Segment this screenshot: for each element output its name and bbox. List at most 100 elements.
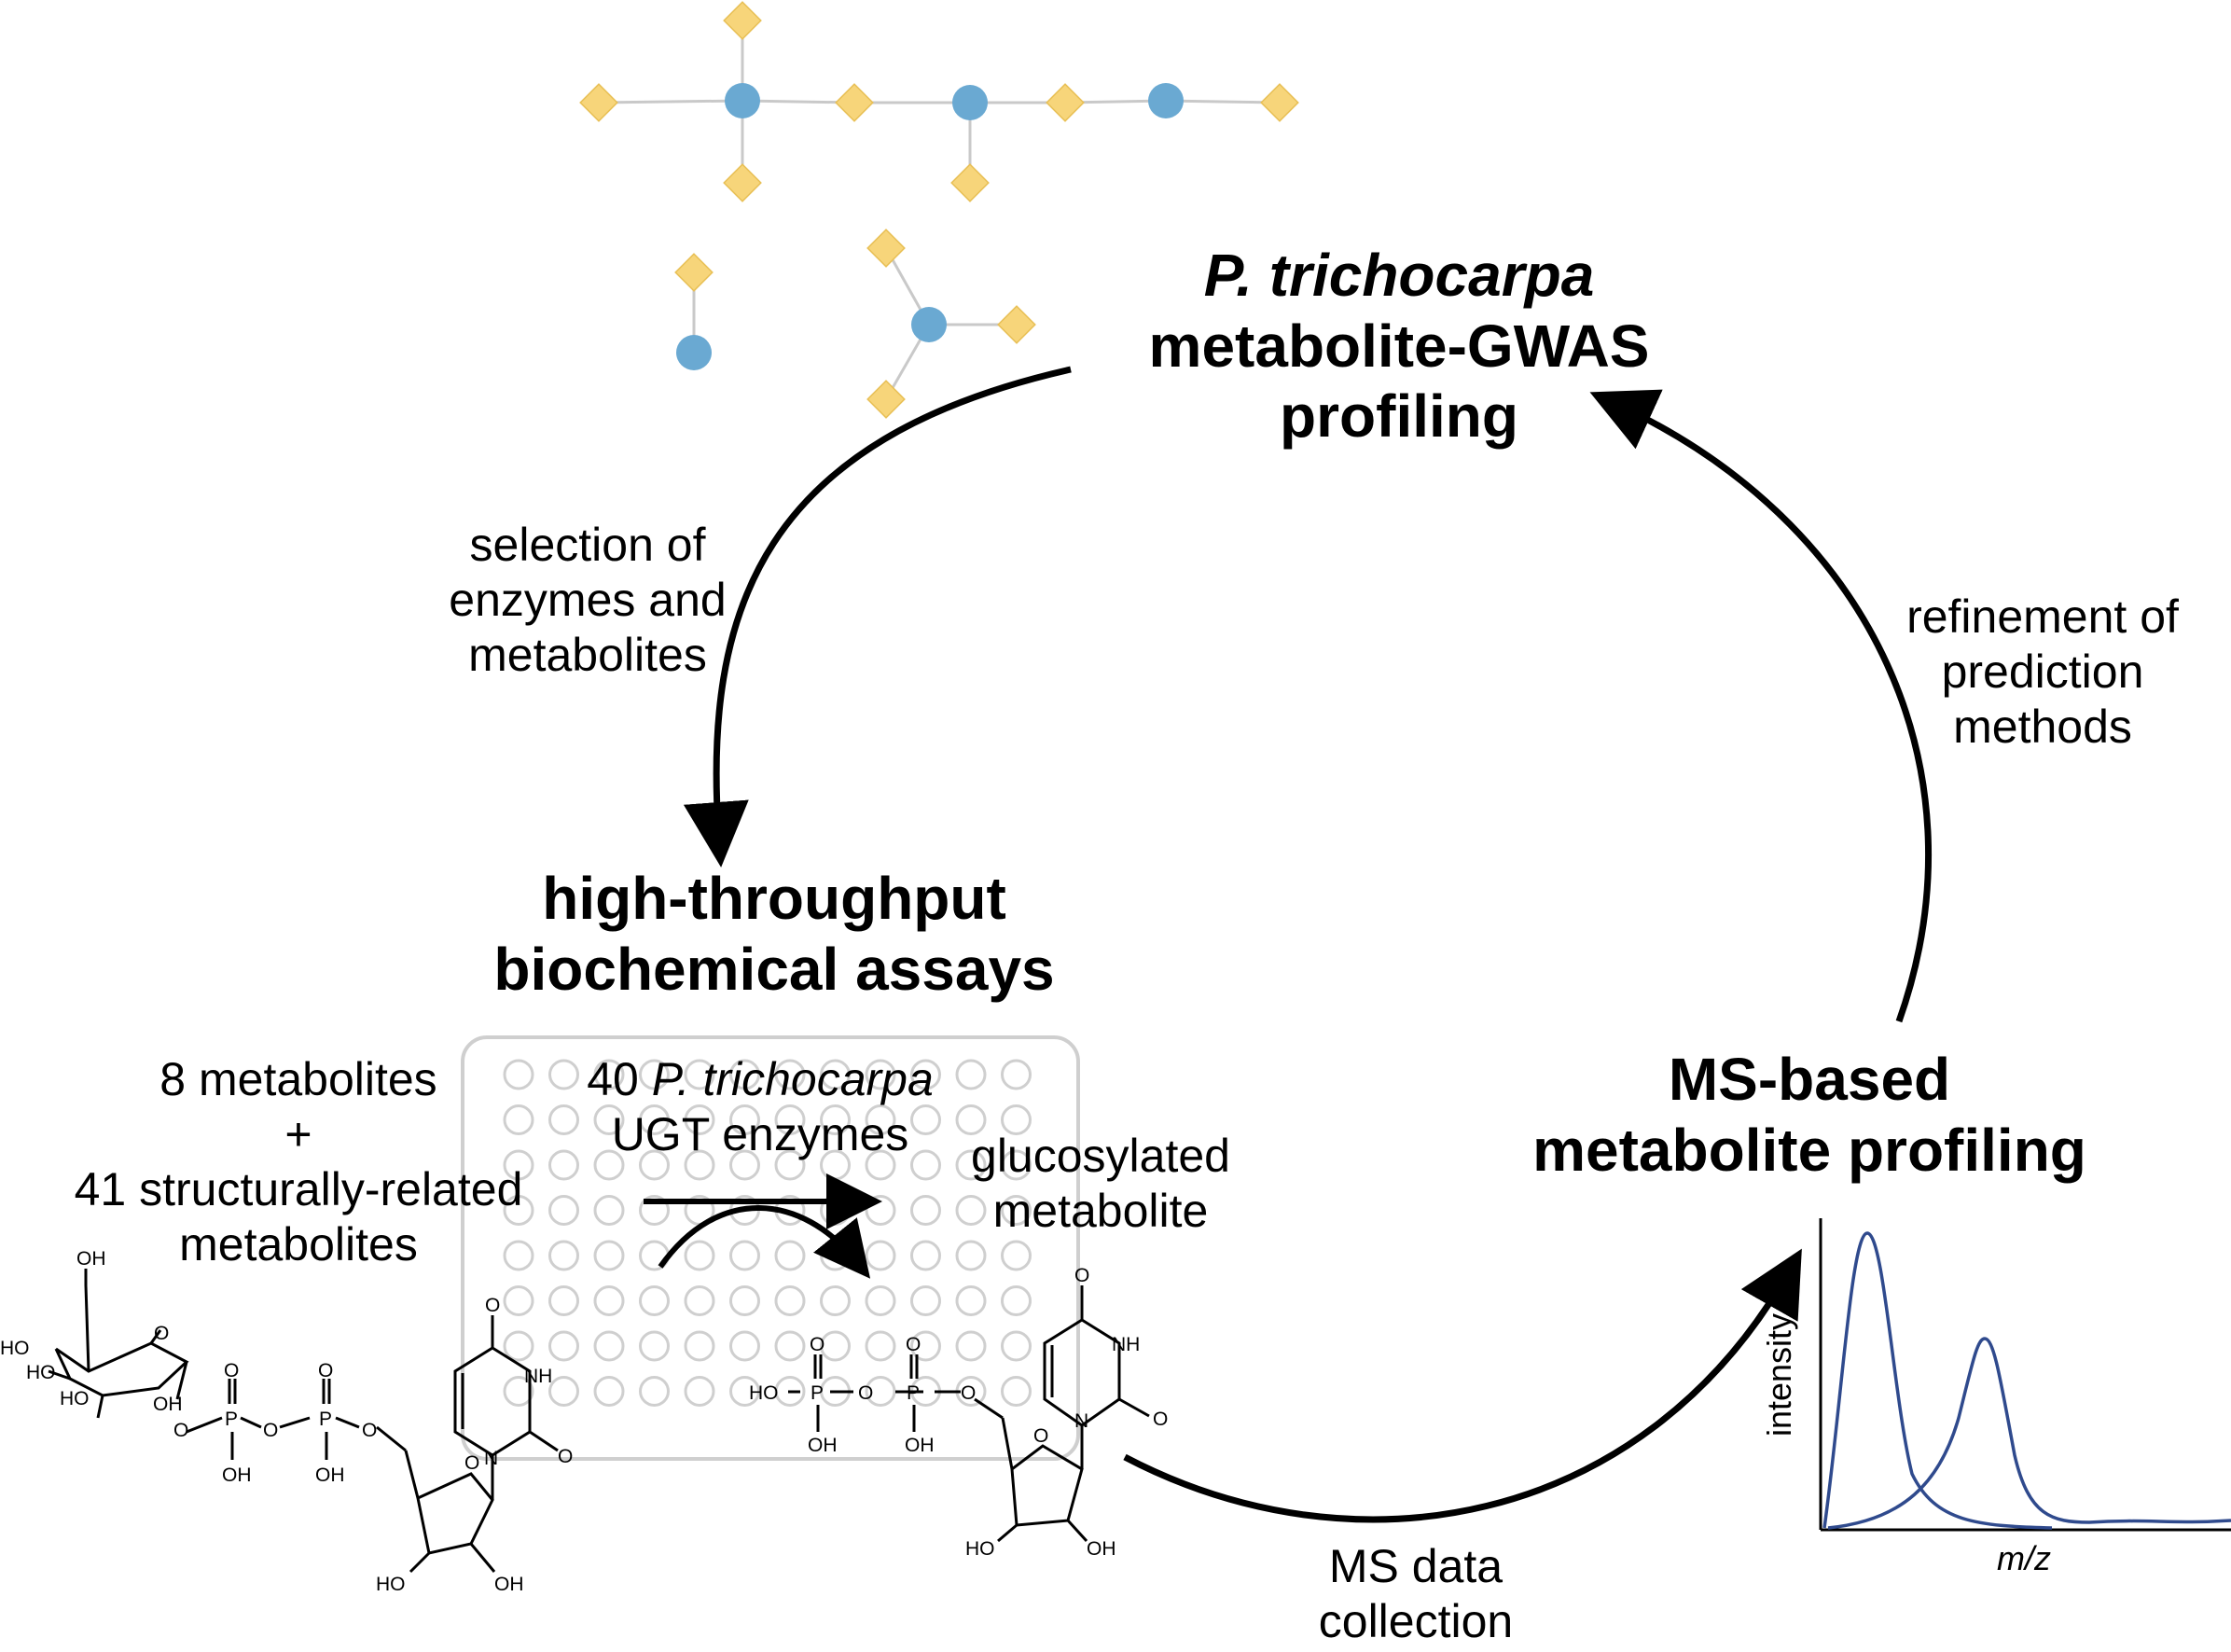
plate-well bbox=[593, 1059, 625, 1090]
metabolite-network-graph bbox=[579, 1, 1299, 419]
plate-well bbox=[639, 1195, 670, 1226]
substrates-label: 8 metabolites + 41 structurally-related … bbox=[19, 1052, 578, 1272]
plate-well bbox=[684, 1285, 715, 1316]
chem-label-o: O bbox=[1033, 1425, 1048, 1447]
plate-well bbox=[774, 1104, 806, 1135]
plate-well bbox=[729, 1149, 760, 1181]
network-node-gene bbox=[676, 335, 712, 370]
plate-well bbox=[684, 1104, 715, 1135]
chem-label-nh: NH bbox=[524, 1366, 552, 1387]
product-structure bbox=[788, 1285, 1150, 1543]
chem-label-o: O bbox=[464, 1452, 479, 1474]
plate-well bbox=[774, 1376, 806, 1407]
plate-well bbox=[910, 1240, 941, 1271]
network-node-metabolite bbox=[1046, 83, 1085, 122]
network-node-gene bbox=[911, 307, 947, 342]
plate-well bbox=[865, 1059, 896, 1090]
plate-well bbox=[955, 1104, 987, 1135]
plate-well bbox=[955, 1149, 987, 1181]
plate-well bbox=[774, 1240, 806, 1271]
assays-line2: biochemical assays bbox=[493, 935, 1055, 1003]
plate-well bbox=[593, 1285, 625, 1316]
selection-line3: metabolites bbox=[468, 629, 707, 681]
plate-well bbox=[503, 1195, 534, 1226]
plate-well bbox=[955, 1240, 987, 1271]
chem-label-o: O bbox=[224, 1360, 239, 1381]
plate-well bbox=[910, 1149, 941, 1181]
well-plate-outline bbox=[461, 1035, 1080, 1461]
plate-well bbox=[820, 1059, 851, 1090]
network-node-gene bbox=[1148, 83, 1184, 118]
selection-line2: enzymes and bbox=[449, 574, 727, 626]
enzymes-species: P. trichocarpa bbox=[651, 1053, 934, 1105]
plate-well bbox=[503, 1104, 534, 1135]
arrow-refinement bbox=[1589, 389, 1933, 1023]
udp-glucose-structure bbox=[48, 1269, 559, 1574]
chem-label-p: P bbox=[811, 1382, 824, 1404]
spectrum-y-label: intensity bbox=[1760, 1313, 1798, 1437]
ms-line2: metabolite profiling bbox=[1532, 1116, 2086, 1184]
gwas-line2: metabolite-GWAS bbox=[1148, 312, 1650, 380]
plate-well bbox=[910, 1104, 941, 1135]
assays-line1: high-throughput bbox=[542, 865, 1006, 932]
plate-well bbox=[639, 1059, 670, 1090]
chem-label-o: O bbox=[362, 1420, 377, 1441]
gwas-heading: P. trichocarpa metabolite-GWAS profiling bbox=[1026, 241, 1772, 452]
plate-well bbox=[865, 1104, 896, 1135]
network-edge bbox=[598, 99, 743, 104]
chem-label-ho: HO bbox=[749, 1382, 779, 1404]
plate-well bbox=[639, 1149, 670, 1181]
chem-label-ho: HO bbox=[26, 1362, 56, 1383]
arrow-ms-data-collection bbox=[1123, 1248, 1802, 1523]
plate-well bbox=[593, 1240, 625, 1271]
chem-label-n: N bbox=[1074, 1410, 1088, 1432]
plate-well bbox=[865, 1376, 896, 1407]
plate-well bbox=[865, 1195, 896, 1226]
plate-well bbox=[865, 1330, 896, 1362]
ms-data-line1: MS data bbox=[1328, 1540, 1504, 1592]
plate-well bbox=[729, 1330, 760, 1362]
plate-well bbox=[548, 1059, 579, 1090]
plate-well bbox=[639, 1285, 670, 1316]
plate-well bbox=[548, 1285, 579, 1316]
chem-label-o: O bbox=[263, 1420, 278, 1441]
plate-well bbox=[955, 1195, 987, 1226]
chem-label-o: O bbox=[961, 1382, 976, 1404]
substrates-line3: 41 structurally-related bbox=[74, 1163, 523, 1215]
network-node-metabolite bbox=[579, 83, 618, 122]
plate-well bbox=[820, 1330, 851, 1362]
plate-well bbox=[593, 1149, 625, 1181]
network-node-metabolite bbox=[835, 83, 874, 122]
chem-label-n: N bbox=[484, 1448, 498, 1469]
plate-well bbox=[910, 1330, 941, 1362]
plate-well bbox=[684, 1376, 715, 1407]
chem-label-ho: HO bbox=[965, 1538, 995, 1560]
plate-well bbox=[865, 1285, 896, 1316]
plate-well bbox=[548, 1195, 579, 1226]
plate-well bbox=[729, 1240, 760, 1271]
network-node-metabolite bbox=[1260, 83, 1299, 122]
network-node-metabolite bbox=[723, 1, 762, 40]
plate-well bbox=[503, 1059, 534, 1090]
chem-label-oh: OH bbox=[808, 1435, 838, 1456]
chem-label-o: O bbox=[858, 1382, 873, 1404]
arrow-selection bbox=[683, 366, 1072, 868]
ms-data-line2: collection bbox=[1318, 1595, 1514, 1647]
network-node-metabolite bbox=[866, 229, 906, 268]
selection-line1: selection of bbox=[469, 519, 706, 571]
chem-label-o: O bbox=[1153, 1409, 1168, 1430]
chem-label-p: P bbox=[319, 1409, 332, 1430]
chem-label-o: O bbox=[173, 1420, 188, 1441]
gwas-line3: profiling bbox=[1280, 382, 1518, 451]
plate-well bbox=[639, 1376, 670, 1407]
refinement-line2: prediction bbox=[1941, 646, 2144, 698]
plate-well bbox=[955, 1330, 987, 1362]
enzymes-count: 40 bbox=[587, 1053, 639, 1105]
plate-well bbox=[639, 1104, 670, 1135]
chem-label-p: P bbox=[907, 1382, 920, 1404]
plate-well bbox=[593, 1330, 625, 1362]
mass-spectrum: intensity m/z bbox=[1760, 1218, 2231, 1577]
plate-well bbox=[1001, 1195, 1032, 1226]
chem-label-oh: OH bbox=[76, 1248, 106, 1270]
spectrum-peak-2 bbox=[1827, 1337, 2231, 1530]
